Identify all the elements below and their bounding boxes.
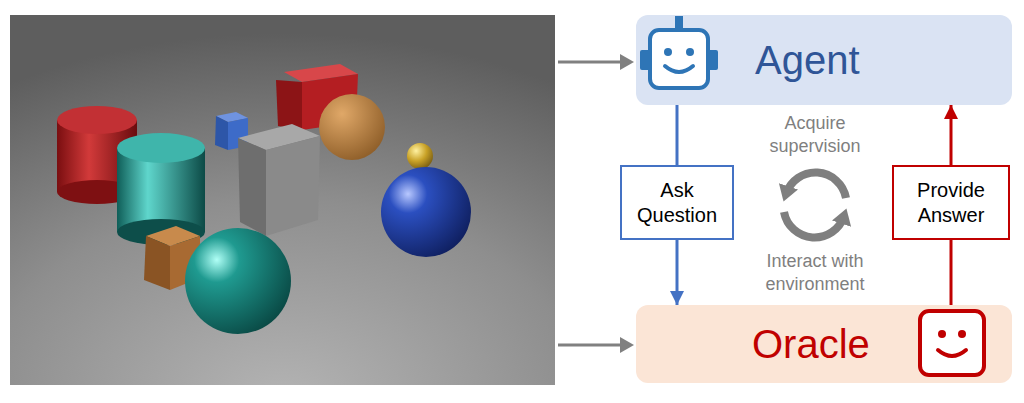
annotation-label: Interact with environment [740,250,890,295]
box-label: Ask Question [628,178,726,228]
annotation-label: Acquire supervision [745,112,885,157]
cycle-arrow [786,173,846,198]
band-title: Agent [755,35,860,85]
agent-band: Agent [636,15,1012,105]
cycle-arrow [784,212,844,237]
band-title: Oracle [752,319,870,369]
oracle-band: Oracle [636,305,1012,383]
flow-arrow [676,240,679,305]
action-box: Provide Answer [892,165,1010,240]
flow-arrow [676,105,679,165]
box-label: Provide Answer [900,178,1002,228]
flow-arrow [950,105,953,165]
flow-arrow [950,240,953,305]
action-box: Ask Question [620,165,734,240]
